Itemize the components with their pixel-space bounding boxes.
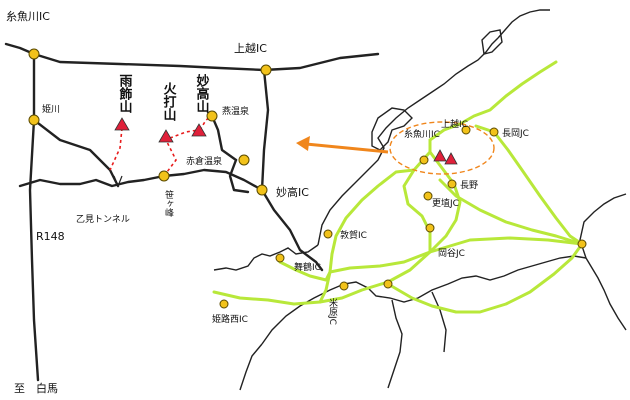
peak-marker — [433, 149, 447, 162]
focus-area-ellipse — [389, 121, 495, 175]
node-itoigawa — [419, 155, 429, 165]
node-inset-himekawa — [28, 114, 40, 126]
node-inset-akakura — [238, 154, 250, 166]
label-inset-joetsu-ic: 上越IC — [234, 41, 267, 55]
node-inset-sasagamine — [158, 170, 170, 182]
sado-island — [481, 29, 503, 55]
node-nagano — [447, 179, 457, 189]
hiking-trails — [109, 115, 213, 177]
label-amakazari-yama: 雨飾山 — [117, 74, 133, 114]
node-inset-joetsu — [260, 64, 272, 76]
label-hiuchi-yama: 火打山 — [161, 82, 177, 122]
label-to-hakuba: 至 白馬 — [14, 381, 58, 395]
label-tsubame-onsen: 燕温泉 — [222, 105, 249, 117]
label-route148: R148 — [36, 230, 65, 243]
node-inset-itoigawa — [28, 48, 40, 60]
label-himekawa: 姫川 — [42, 103, 60, 115]
node-maibara — [339, 281, 349, 291]
label-itoigawa-ic: 糸魚川IC — [404, 128, 440, 140]
node-maizuru — [275, 253, 285, 263]
label-himeji-nishi-ic: 姫路西IC — [212, 313, 248, 325]
hiuchi-peak-icon — [158, 129, 174, 143]
node-tokyo — [577, 239, 587, 249]
label-okaya-jc: 岡谷JC — [438, 248, 465, 259]
node-koshoku — [423, 191, 433, 201]
noto-peninsula — [371, 107, 413, 151]
label-akakura-onsen: 赤倉温泉 — [186, 155, 222, 167]
node-nagaoka — [489, 127, 499, 137]
label-inset-myoko-ic: 妙高IC — [276, 185, 309, 199]
node-inset-myoko — [256, 184, 268, 196]
node-tsuruga — [323, 229, 333, 239]
label-sasagamine: 笹ヶ峰 — [163, 189, 174, 217]
inset-nodes — [28, 48, 272, 196]
label-koshoku-jc: 更埴JC — [432, 197, 459, 209]
label-joetsu-ic: 上越IC — [441, 118, 468, 130]
inset-pointer-arrow — [296, 136, 389, 154]
label-inset-itoigawa-ic: 糸魚川IC — [6, 10, 50, 23]
label-maizuru-ic: 舞鶴IC — [294, 261, 321, 273]
amakazari-peak-icon — [114, 117, 130, 131]
label-myoko-san: 妙高山 — [194, 73, 210, 114]
node-okaya — [425, 223, 435, 233]
label-tsuruga-ic: 敦賀IC — [340, 229, 367, 241]
inset-roads — [4, 42, 380, 382]
coastline — [213, 9, 627, 391]
node-inset-tsubame — [206, 110, 218, 122]
highway-network — [212, 60, 584, 314]
label-maibara-jc: 米原JC — [327, 297, 338, 325]
node-kaisei — [383, 279, 393, 289]
label-nagaoka-jc: 長岡JC — [502, 128, 529, 139]
myoko-peak-icon — [191, 123, 207, 137]
label-nagano: 長野 — [460, 180, 478, 191]
label-otomi-tunnel: 乙見トンネル — [76, 214, 130, 225]
main-map-nodes — [219, 125, 587, 309]
tunnel-marker — [113, 175, 123, 188]
peak-marker — [444, 152, 458, 165]
node-joetsu — [461, 125, 471, 135]
node-himeji — [219, 299, 229, 309]
